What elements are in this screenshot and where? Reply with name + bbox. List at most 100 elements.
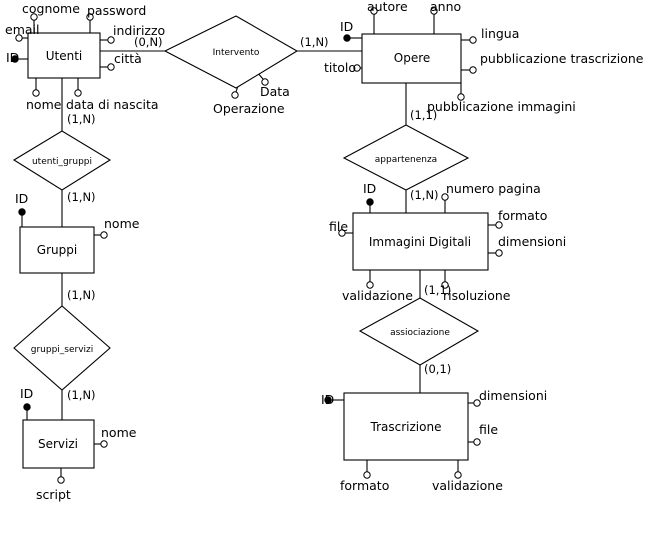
card-trascrizione-ass: (0,1) <box>424 362 451 376</box>
attr-script: script <box>36 487 71 502</box>
key-marker-immagini-id <box>366 198 374 206</box>
attr-marker-data-nascita <box>74 89 82 97</box>
attr-dimensioni-trascrizione: dimensioni <box>479 388 547 403</box>
attr-formato-trascrizione: formato <box>340 478 389 493</box>
attr-marker-pub-immagini <box>457 93 465 101</box>
entity-utenti-label: Utenti <box>46 49 83 63</box>
attr-file-trascrizione: file <box>479 422 498 437</box>
entity-opere-label: Opere <box>394 51 431 65</box>
relation-assiociazione-label: assiociazione <box>390 328 450 338</box>
attr-nome-utenti: nome <box>26 97 62 112</box>
card-gruppi-ug: (1,N) <box>67 190 96 204</box>
attr-marker-dimensioni-trascrizione <box>473 399 481 407</box>
card-opere-intervento: (1,N) <box>300 35 329 49</box>
card-utenti-intervento: (0,N) <box>134 35 163 49</box>
entity-immagini-digitali[interactable]: Immagini Digitali <box>352 212 489 271</box>
attr-pub-trascrizione: pubblicazione trascrizione <box>480 51 644 66</box>
attr-marker-citta <box>107 63 115 71</box>
relation-utenti-gruppi[interactable]: utenti_gruppi <box>12 130 112 191</box>
entity-utenti[interactable]: Utenti <box>27 32 101 79</box>
key-marker-servizi-id <box>23 403 31 411</box>
attr-marker-cognome <box>30 13 38 21</box>
attr-marker-nome-gruppi <box>100 231 108 239</box>
attr-marker-file-trascrizione <box>473 438 481 446</box>
entity-trascrizione-label: Trascrizione <box>370 420 442 434</box>
attr-password: password <box>87 3 146 18</box>
relation-assiociazione[interactable]: assiociazione <box>358 297 480 366</box>
attr-data: Data <box>260 84 290 99</box>
attr-pub-immagini: pubblicazione immagini <box>427 99 576 114</box>
attr-marker-data <box>261 78 269 86</box>
relation-appartenenza-label: appartenenza <box>375 155 437 165</box>
attr-immagini-id: ID <box>363 181 376 196</box>
attr-marker-anno <box>430 7 438 15</box>
attr-titolo: titolo <box>324 60 356 75</box>
attr-gruppi-id: ID <box>15 191 28 206</box>
relation-appartenenza[interactable]: appartenenza <box>342 124 470 191</box>
key-marker-gruppi-id <box>18 208 26 216</box>
attr-nome-gruppi: nome <box>104 216 140 231</box>
key-marker-opere-id <box>343 34 351 42</box>
attr-marker-indirizzo <box>107 36 115 44</box>
entity-opere[interactable]: Opere <box>361 33 462 84</box>
key-marker-trascrizione-id <box>324 396 332 404</box>
attr-marker-numero-pagina <box>441 193 449 201</box>
cardinality-labels: (0,N) (1,N) (1,N) (1,N) (1,N) (1,N) (1,1… <box>67 35 451 402</box>
relation-intervento-label: Intervento <box>213 48 260 58</box>
attr-lingua: lingua <box>481 26 519 41</box>
card-utenti-ug: (1,N) <box>67 112 96 126</box>
attr-citta: città <box>114 51 142 66</box>
attr-marker-nome-utenti <box>32 89 40 97</box>
relation-gruppi-servizi-label: gruppi_servizi <box>31 345 94 355</box>
entity-trascrizione[interactable]: Trascrizione <box>343 392 469 461</box>
key-marker-utenti-id <box>11 55 19 63</box>
entity-servizi-label: Servizi <box>38 437 78 451</box>
card-gruppi-gs: (1,N) <box>67 288 96 302</box>
attr-autore: autore <box>367 0 408 14</box>
card-immagini-ass: (1,1) <box>424 283 451 297</box>
attr-file-immagini: file <box>329 219 348 234</box>
attr-marker-file-immagini <box>338 229 346 237</box>
attr-marker-lingua <box>469 36 477 44</box>
attr-marker-titolo <box>353 64 361 72</box>
attr-marker-pub-trascrizione <box>469 66 477 74</box>
attr-marker-validazione-immagini <box>366 281 374 289</box>
attribute-lines <box>18 14 496 477</box>
attr-nome-servizi: nome <box>101 425 137 440</box>
attr-operazione: Operazione <box>213 101 285 116</box>
attr-cognome: cognome <box>22 1 80 16</box>
attr-marker-risoluzione <box>441 281 449 289</box>
entity-gruppi-label: Gruppi <box>37 243 77 257</box>
attr-dimensioni-immagini: dimensioni <box>498 234 566 249</box>
attr-marker-formato-immagini <box>495 221 503 229</box>
attr-marker-formato-trascrizione <box>363 471 371 479</box>
attr-validazione-immagini: validazione <box>342 288 413 303</box>
attr-marker-email <box>15 34 23 42</box>
attr-validazione-trascrizione: validazione <box>432 478 503 493</box>
card-servizi-gs: (1,N) <box>67 388 96 402</box>
attribute-labels: cognome password email ID indirizzo citt… <box>5 0 644 502</box>
attr-marker-dimensioni-immagini <box>495 249 503 257</box>
attr-data-nascita: data di nascita <box>66 97 159 112</box>
card-opere-app: (1,1) <box>410 108 437 122</box>
attr-anno: anno <box>430 0 461 14</box>
relation-utenti-gruppi-label: utenti_gruppi <box>32 157 92 167</box>
entity-gruppi[interactable]: Gruppi <box>19 226 95 274</box>
connection-lines <box>61 50 421 420</box>
attr-utenti-id: ID <box>6 50 19 65</box>
attr-indirizzo: indirizzo <box>113 23 165 38</box>
attr-marker-script <box>57 476 65 484</box>
attr-servizi-id: ID <box>20 386 33 401</box>
attribute-markers <box>11 7 503 484</box>
attr-marker-operazione <box>231 91 239 99</box>
attr-marker-nome-servizi <box>100 440 108 448</box>
relation-intervento[interactable]: Intervento <box>163 15 299 89</box>
entity-servizi[interactable]: Servizi <box>22 419 95 469</box>
attr-marker-validazione-trascrizione <box>454 471 462 479</box>
entity-immagini-label: Immagini Digitali <box>369 235 471 249</box>
relation-gruppi-servizi[interactable]: gruppi_servizi <box>13 305 111 391</box>
attr-marker-autore <box>370 7 378 15</box>
attr-numero-pagina: numero pagina <box>446 181 541 196</box>
attr-trascrizione-id: ID <box>321 392 334 407</box>
